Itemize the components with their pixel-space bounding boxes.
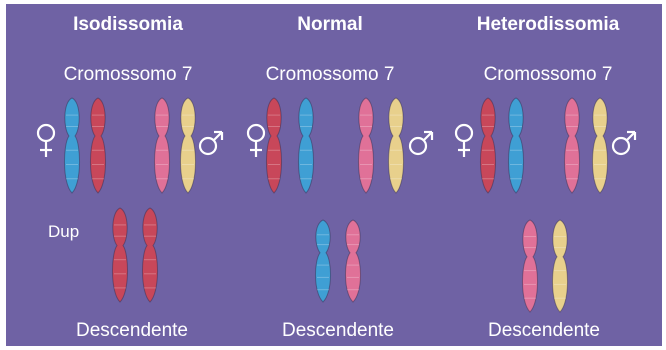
female-symbol-3 (456, 125, 472, 157)
parent-chromosome-1-2 (90, 98, 105, 193)
offspring-chromosome-2-1 (315, 220, 330, 302)
parent-chromosome-1-1 (64, 98, 79, 193)
parent-chromosome-3-2 (508, 98, 523, 193)
parent-chromosome-3-4 (592, 98, 607, 193)
parent-chromosome-2-3 (358, 98, 373, 193)
parent-chromosome-3-3 (564, 98, 579, 193)
male-symbol-1 (200, 132, 222, 154)
offspring-chromosome-1-1 (112, 208, 127, 302)
parent-chromosome-2-4 (388, 98, 403, 193)
female-symbol-2 (248, 125, 264, 157)
male-symbol-3 (613, 132, 635, 154)
offspring-chromosome-3-2 (552, 220, 567, 312)
parent-chromosome-1-4 (180, 98, 195, 193)
parent-chromosome-2-2 (298, 98, 313, 193)
female-symbol-1 (38, 125, 54, 157)
parent-chromosome-2-1 (266, 98, 281, 193)
male-symbol-2 (410, 132, 432, 154)
parent-chromosome-3-1 (480, 98, 495, 193)
parent-chromosome-1-3 (154, 98, 169, 193)
offspring-chromosome-3-1 (522, 220, 537, 312)
offspring-chromosome-2-2 (345, 220, 360, 302)
offspring-chromosome-1-2 (142, 208, 157, 302)
